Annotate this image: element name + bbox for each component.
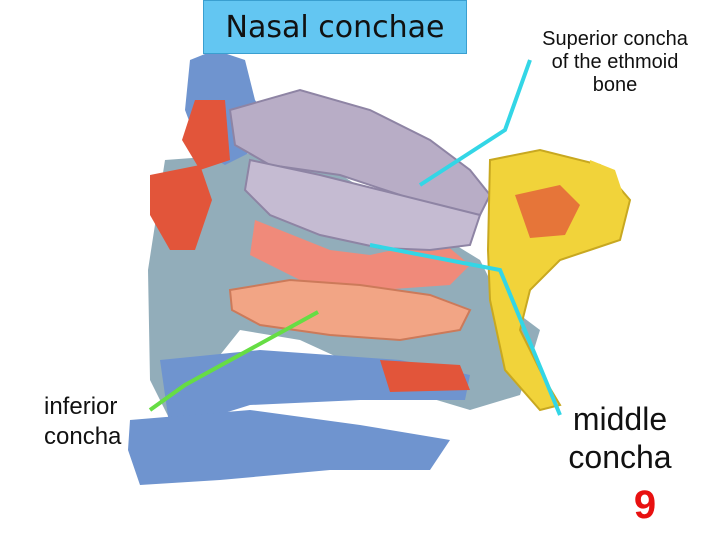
superior-label-line-3: bone bbox=[510, 74, 720, 97]
inferior-concha-label: inferior concha bbox=[44, 392, 154, 452]
inferior-label-line-2: concha bbox=[44, 422, 154, 452]
superior-concha-label: Superior concha of the ethmoid bone bbox=[510, 28, 720, 97]
middle-concha-label: middle concha bbox=[560, 400, 680, 477]
superior-label-line-2: of the ethmoid bbox=[510, 51, 720, 74]
maxilla-bone bbox=[128, 410, 450, 485]
lower-tissue bbox=[380, 360, 470, 392]
superior-label-line-1: Superior concha bbox=[510, 28, 720, 51]
slide-title: Nasal conchae bbox=[203, 0, 467, 54]
middle-label-line-1: middle bbox=[560, 400, 680, 438]
page-number: 9 bbox=[620, 483, 670, 528]
middle-label-line-2: concha bbox=[560, 438, 680, 476]
inferior-label-line-1: inferior bbox=[44, 392, 154, 422]
